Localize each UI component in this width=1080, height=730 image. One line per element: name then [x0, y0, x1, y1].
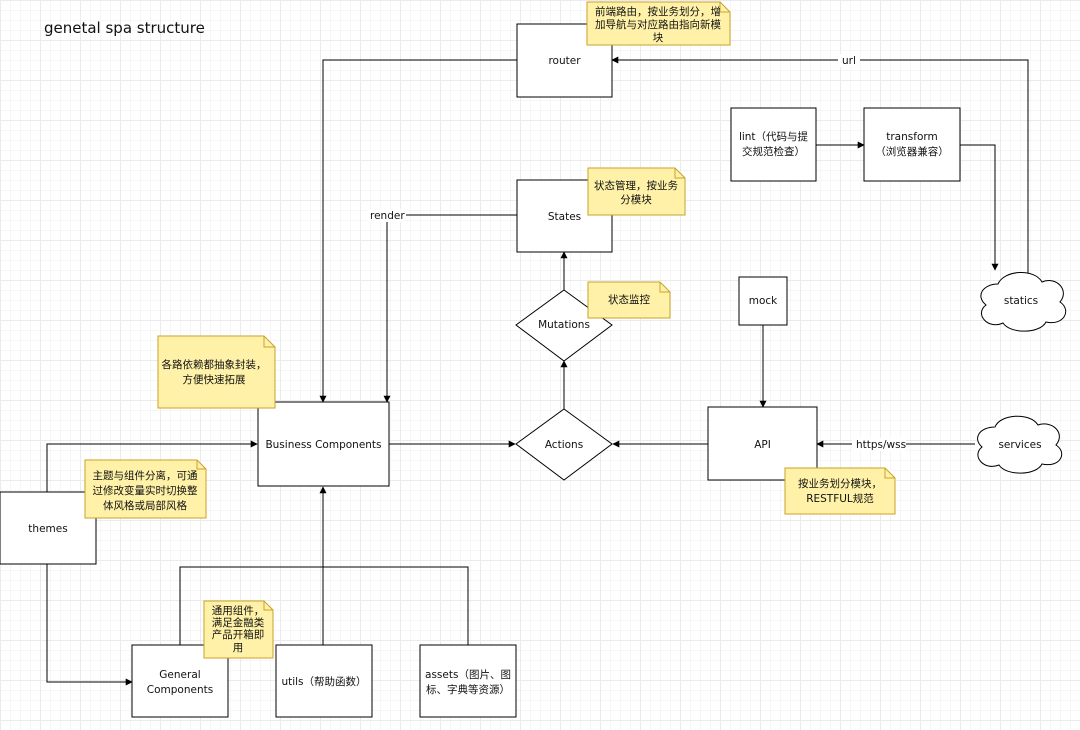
router-note-line3: 块: [653, 32, 664, 44]
mock-node: [738, 276, 788, 326]
transform-label-line2: （浏览器兼容）: [875, 145, 949, 158]
states-label: States: [548, 211, 581, 223]
general-components-label-line1: General: [159, 669, 200, 681]
transform-node: [863, 107, 961, 182]
edge-label-https: https/wss: [856, 439, 906, 451]
mock-label: mock: [749, 295, 778, 307]
assets-label-line1: assets（图片、图: [425, 668, 511, 681]
lint-label-line1: lint（代码与提: [739, 131, 809, 143]
edge-label-url: url: [842, 55, 856, 67]
edge-router-to-business: [319, 59, 517, 403]
themes-note-line3: 体风格或局部风格: [103, 499, 187, 512]
assets-node: [419, 644, 517, 718]
edge-transform-to-statics: [960, 144, 999, 271]
api-note: [784, 467, 896, 515]
themes-note: [84, 459, 207, 519]
states-note: [587, 167, 686, 216]
services-label: services: [998, 439, 1041, 451]
edge-label-render: render: [370, 210, 405, 222]
themes-note-line2: 过修改变量实时切换整: [93, 484, 198, 497]
dependencies-note-line1: 各路依赖都抽象封装，: [162, 358, 267, 371]
dependencies-note-line2: 方便快速拓展: [183, 373, 246, 386]
general-note-line1: 通用组件，: [212, 604, 265, 617]
edge-statics-to-router: [611, 56, 1029, 284]
lint-label-line2: 交规范检查）: [742, 145, 805, 158]
actions-label: Actions: [545, 439, 583, 451]
router-note-line2: 加导航与对应路由指向新模: [595, 18, 721, 31]
diagram-title: genetal spa structure: [44, 19, 205, 37]
states-note-line1: 状态管理，按业务: [594, 179, 678, 192]
edge-states-to-business: [383, 214, 517, 403]
edge-themes-to-general: [46, 564, 133, 686]
edge-assets-general-connector: [179, 566, 469, 645]
statics-label: statics: [1004, 295, 1038, 307]
statics-cloud-node: [980, 272, 1067, 332]
api-note-line1: 按业务划分模块，: [798, 477, 882, 490]
api-note-line2: RESTFUL规范: [806, 492, 874, 505]
themes-label: themes: [28, 523, 67, 535]
business-components-node: [257, 401, 390, 487]
utils-node: [275, 644, 373, 718]
edge-themes-to-business: [46, 440, 258, 492]
transform-label-line1: transform: [886, 131, 937, 143]
services-cloud-node: [977, 415, 1063, 474]
business-components-label: Business Components: [265, 439, 381, 451]
api-label: API: [754, 439, 771, 451]
utils-label: utils（帮助函数）: [281, 675, 366, 688]
router-note: [586, 1, 731, 46]
dependencies-note: [157, 335, 276, 409]
general-components-note: [203, 600, 274, 659]
general-components-label-line2: Components: [147, 684, 213, 696]
router-note-line1: 前端路由，按业务划分，增: [595, 5, 721, 18]
general-note-line3: 产品开箱即: [212, 628, 265, 641]
router-label: router: [548, 55, 581, 67]
lint-node: [730, 107, 817, 182]
general-note-line2: 满足金融类: [212, 616, 265, 629]
actions-node: [515, 408, 613, 481]
assets-label-line2: 标、字典等资源）: [426, 683, 510, 696]
themes-note-line1: 主题与组件分离，可通: [93, 469, 198, 482]
mutations-note-text: 状态监控: [608, 293, 650, 306]
mutations-note: [587, 281, 671, 319]
general-note-line4: 用: [233, 642, 244, 654]
mutations-label: Mutations: [538, 319, 590, 331]
themes-node: [0, 491, 97, 565]
states-note-line2: 分模块: [620, 194, 652, 206]
